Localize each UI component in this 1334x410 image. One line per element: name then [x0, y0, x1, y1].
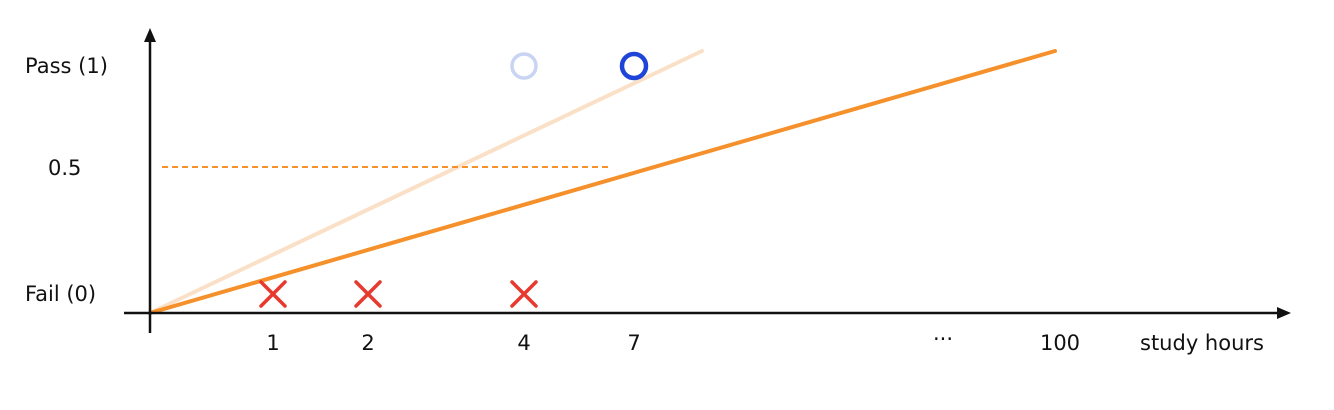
circle-icon	[619, 51, 649, 81]
y-label-fail: Fail (0)	[25, 282, 96, 306]
x-tick-7: 7	[627, 331, 640, 355]
cross-icon	[354, 280, 382, 308]
y-axis-arrow	[144, 28, 156, 42]
x-tick-2: 2	[361, 331, 374, 355]
fit-line	[148, 49, 1057, 315]
y-label-threshold: 0.5	[48, 156, 81, 180]
cross-icon	[510, 280, 538, 308]
x-axis-arrow	[1277, 307, 1291, 319]
x-tick-100: 100	[1040, 331, 1080, 355]
y-label-pass: Pass (1)	[25, 54, 108, 78]
x-axis-label: study hours	[1140, 331, 1264, 355]
faded-fit-line	[148, 49, 704, 315]
x-tick-1: 1	[266, 331, 279, 355]
x-tick-4: 4	[517, 331, 530, 355]
cross-icon	[259, 280, 287, 308]
x-ellipsis: ···	[933, 327, 953, 351]
circle-icon	[510, 52, 538, 80]
